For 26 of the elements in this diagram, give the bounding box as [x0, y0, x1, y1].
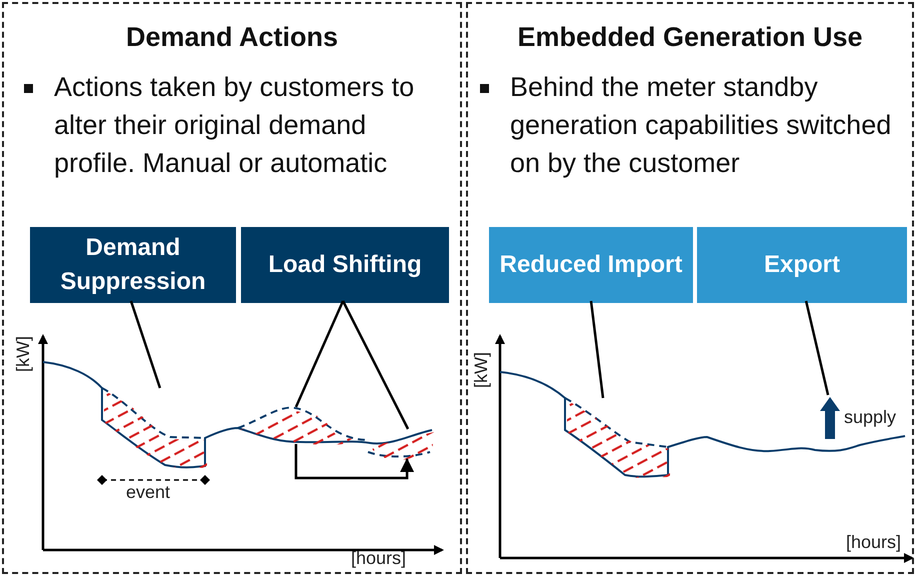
hatched-area	[370, 431, 434, 461]
panel-heading: Embedded Generation Use	[516, 22, 864, 53]
axis-label: [hours]	[351, 548, 406, 569]
axis-label: [hours]	[846, 532, 902, 553]
axis-label: [kW]	[13, 336, 34, 372]
panel	[466, 2, 914, 574]
description-text: Behind the meter standby generation capabilities switched on by the customer	[510, 71, 892, 180]
hatched-area	[104, 390, 207, 468]
hatched-area	[567, 400, 670, 478]
leader-line	[342, 300, 410, 430]
category-box: Export	[697, 227, 907, 303]
supply-label: supply	[844, 407, 896, 428]
panel-heading: Demand Actions	[124, 22, 340, 53]
description-text: Actions taken by customers to alter their original demand profile. Manual or automatic	[54, 71, 416, 180]
panel	[2, 2, 462, 574]
category-box: Load Shifting	[241, 227, 449, 303]
leader-line	[804, 300, 830, 396]
category-box: Demand Suppression	[30, 227, 236, 303]
hatched-area	[240, 409, 368, 446]
leader-line	[130, 300, 162, 388]
arrow	[294, 444, 414, 480]
category-box: Reduced Import	[489, 227, 693, 303]
dimension-label: event	[126, 482, 170, 503]
leader-line	[590, 300, 604, 398]
leader-line	[294, 300, 344, 408]
axis-label: [kW]	[471, 352, 492, 388]
